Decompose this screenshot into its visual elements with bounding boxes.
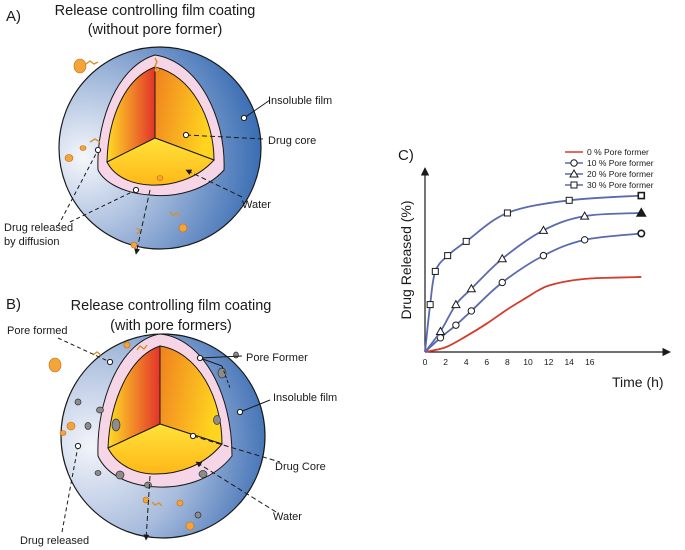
data-point-circle: [637, 229, 646, 238]
panel-a: A) Release controlling film coating (wit…: [4, 3, 332, 255]
data-point-triangle: [466, 283, 477, 293]
panel-b-title-line2: (with pore formers): [110, 318, 232, 334]
drug-droplets: [64, 58, 188, 249]
drug-molecule-icons-b: [92, 344, 163, 507]
label-drug-core-a: Drug core: [268, 135, 316, 147]
release-curves: [424, 191, 647, 353]
label-pore-formed: Pore formed: [7, 325, 68, 337]
label-insoluble-film-b: Insoluble film: [273, 392, 337, 404]
x-tick-label: 8: [505, 357, 510, 367]
x-tick-label: 2: [443, 357, 448, 367]
pore-former-particles: [74, 351, 239, 519]
series-line: [424, 212, 642, 353]
legend-entry: 0 % Pore former: [587, 147, 649, 157]
legend-entry: 20 % Pore former: [587, 169, 654, 179]
drug-droplets-b: [48, 341, 195, 531]
x-tick-label: 0: [423, 357, 428, 367]
data-point-square: [431, 267, 439, 275]
x-tick-labels: 0 2 4 6 8 10 12 14 16: [423, 357, 595, 367]
label-diffusion-line1: Drug released: [4, 222, 73, 234]
x-tick-label: 4: [464, 357, 469, 367]
data-point-triangle: [569, 168, 579, 178]
label-pore-former: Pore Former: [246, 352, 308, 364]
panel-b-leader-dots: [74, 354, 244, 450]
x-tick-label: 6: [484, 357, 489, 367]
data-point-triangle: [497, 253, 508, 263]
panel-a-leader-dots: [94, 114, 248, 194]
data-point-triangle: [579, 211, 590, 220]
data-point-square: [426, 301, 434, 309]
panel-b-letter: B): [6, 296, 21, 313]
label-water-b: Water: [273, 511, 302, 523]
data-point-square: [565, 196, 573, 204]
drug-molecule-icons: [85, 57, 181, 235]
label-diffusion-line2: by diffusion: [4, 236, 59, 248]
label-drug-core-b: Drug Core: [275, 461, 326, 473]
data-point-triangle: [538, 225, 549, 234]
panel-b: B) Release controlling film coating (wit…: [6, 296, 337, 547]
x-tick-label: 14: [564, 357, 574, 367]
panel-c: C) Drug Released (%) Time (h) 0 2 4 6 8 10 12 1…: [398, 147, 671, 390]
panel-c-letter: C): [398, 147, 414, 164]
series-line: [424, 276, 642, 353]
legend-entry: 10 % Pore former: [587, 158, 654, 168]
data-point-square: [637, 191, 646, 200]
panel-a-title-line1: Release controlling film coating: [55, 3, 256, 19]
y-axis-label: Drug Released (%): [398, 200, 414, 319]
label-insoluble-film-a: Insoluble film: [268, 95, 332, 107]
data-point-triangle: [435, 326, 446, 335]
data-point-square: [462, 237, 470, 245]
data-point-triangle: [635, 207, 647, 217]
x-axis-label: Time (h): [612, 374, 664, 390]
data-point-circle: [452, 321, 460, 329]
legend-entry: 30 % Pore former: [587, 180, 654, 190]
panel-a-title-line2: (without pore former): [88, 22, 223, 38]
data-point-triangle: [451, 299, 461, 309]
data-point-circle: [467, 307, 476, 315]
x-tick-label: 10: [523, 357, 533, 367]
x-tick-label: 16: [585, 357, 595, 367]
panel-b-leaders: [57, 337, 281, 541]
data-point-circle: [570, 159, 578, 167]
data-point-square: [503, 209, 511, 217]
data-point-circle: [539, 251, 548, 260]
data-point-circle: [580, 236, 589, 244]
panel-a-leaders: [57, 99, 271, 255]
x-tick-label: 12: [544, 357, 554, 367]
data-point-square: [444, 252, 452, 260]
data-point-circle: [498, 278, 506, 287]
series-line: [424, 194, 642, 353]
data-point-square: [570, 181, 578, 189]
label-drug-released: Drug released: [20, 535, 89, 547]
panel-b-title-line1: Release controlling film coating: [71, 298, 272, 314]
label-water-a: Water: [242, 199, 271, 211]
panel-a-letter: A): [6, 8, 21, 25]
